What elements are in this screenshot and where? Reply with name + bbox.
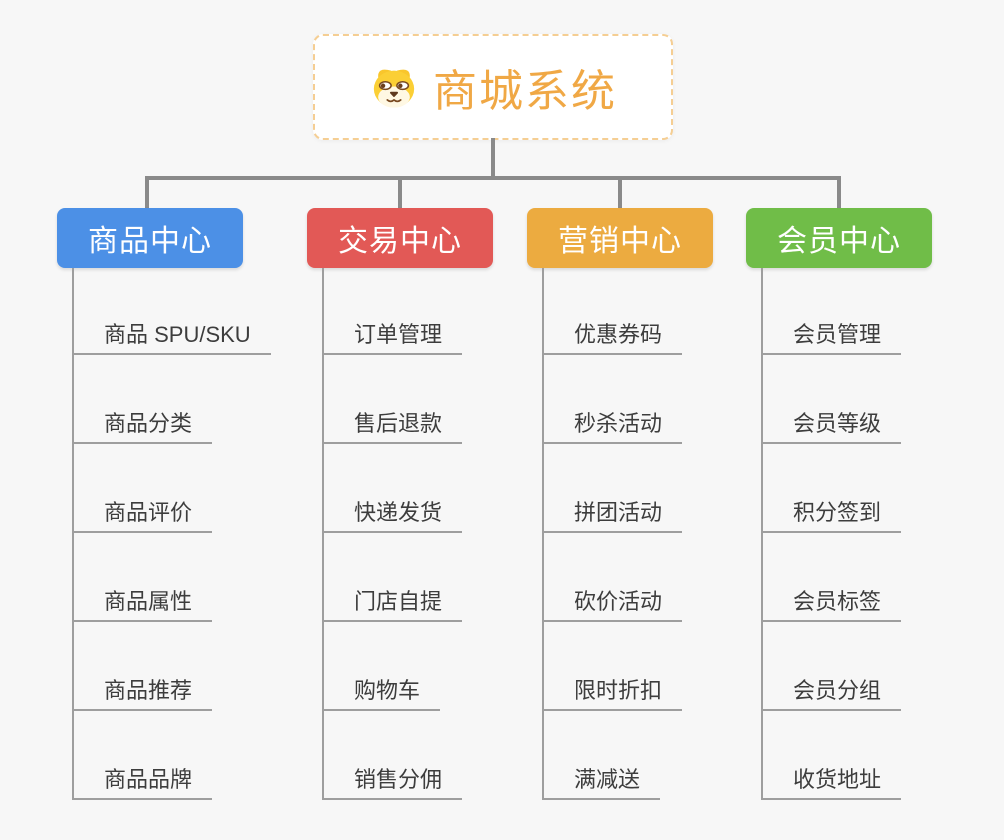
subtopic-item[interactable]: 积分签到 [763,444,902,533]
connector-horizontal-rail [145,176,841,180]
subtopic-item[interactable]: 会员分组 [763,622,902,711]
branch-list-members: 会员管理 会员等级 积分签到 会员标签 会员分组 收货地址 [761,268,932,800]
branch-header-trade[interactable]: 交易中心 [307,208,493,268]
branch-members: 会员中心 会员管理 会员等级 积分签到 会员标签 会员分组 收货地址 [746,208,932,800]
subtopic-item[interactable]: 商品分类 [74,355,213,444]
branch-list-trade: 订单管理 售后退款 快递发货 门店自提 购物车 销售分佣 [322,268,493,800]
subtopic-item[interactable]: 订单管理 [324,268,463,355]
subtopic-item[interactable]: 商品推荐 [74,622,213,711]
branch-trade: 交易中心 订单管理 售后退款 快递发货 门店自提 购物车 销售分佣 [307,208,493,800]
subtopic-item[interactable]: 商品属性 [74,533,213,622]
subtopic-item[interactable]: 商品品牌 [74,711,213,800]
subtopic-item[interactable]: 会员管理 [763,268,902,355]
subtopic-item[interactable]: 满减送 [544,711,661,800]
branch-list-marketing: 优惠券码 秒杀活动 拼团活动 砍价活动 限时折扣 满减送 [542,268,713,800]
subtopic-item[interactable]: 购物车 [324,622,441,711]
connector-drop-members [837,180,841,208]
branch-header-marketing[interactable]: 营销中心 [527,208,713,268]
subtopic-item[interactable]: 商品评价 [74,444,213,533]
root-node[interactable]: 商城系统 [313,34,673,140]
subtopic-item[interactable]: 优惠券码 [544,268,683,355]
subtopic-item[interactable]: 会员等级 [763,355,902,444]
connector-drop-marketing [618,180,622,208]
root-title: 商城系统 [433,67,617,116]
branch-header-members[interactable]: 会员中心 [746,208,932,268]
dog-face-icon [373,69,415,108]
subtopic-item[interactable]: 秒杀活动 [544,355,683,444]
branch-products: 商品中心 商品 SPU/SKU 商品分类 商品评价 商品属性 商品推荐 商品品牌 [57,208,271,800]
subtopic-item[interactable]: 限时折扣 [544,622,683,711]
subtopic-item[interactable]: 拼团活动 [544,444,683,533]
subtopic-item[interactable]: 砍价活动 [544,533,683,622]
subtopic-item[interactable]: 会员标签 [763,533,902,622]
branch-list-products: 商品 SPU/SKU 商品分类 商品评价 商品属性 商品推荐 商品品牌 [72,268,271,800]
subtopic-item[interactable]: 商品 SPU/SKU [74,268,271,355]
subtopic-item[interactable]: 收货地址 [763,711,902,800]
connector-root-stem [491,138,495,180]
subtopic-item[interactable]: 门店自提 [324,533,463,622]
subtopic-item[interactable]: 售后退款 [324,355,463,444]
subtopic-item[interactable]: 销售分佣 [324,711,463,800]
connector-drop-trade [398,180,402,208]
connector-drop-products [145,180,149,208]
branch-marketing: 营销中心 优惠券码 秒杀活动 拼团活动 砍价活动 限时折扣 满减送 [527,208,713,800]
branch-header-products[interactable]: 商品中心 [57,208,243,268]
subtopic-item[interactable]: 快递发货 [324,444,463,533]
